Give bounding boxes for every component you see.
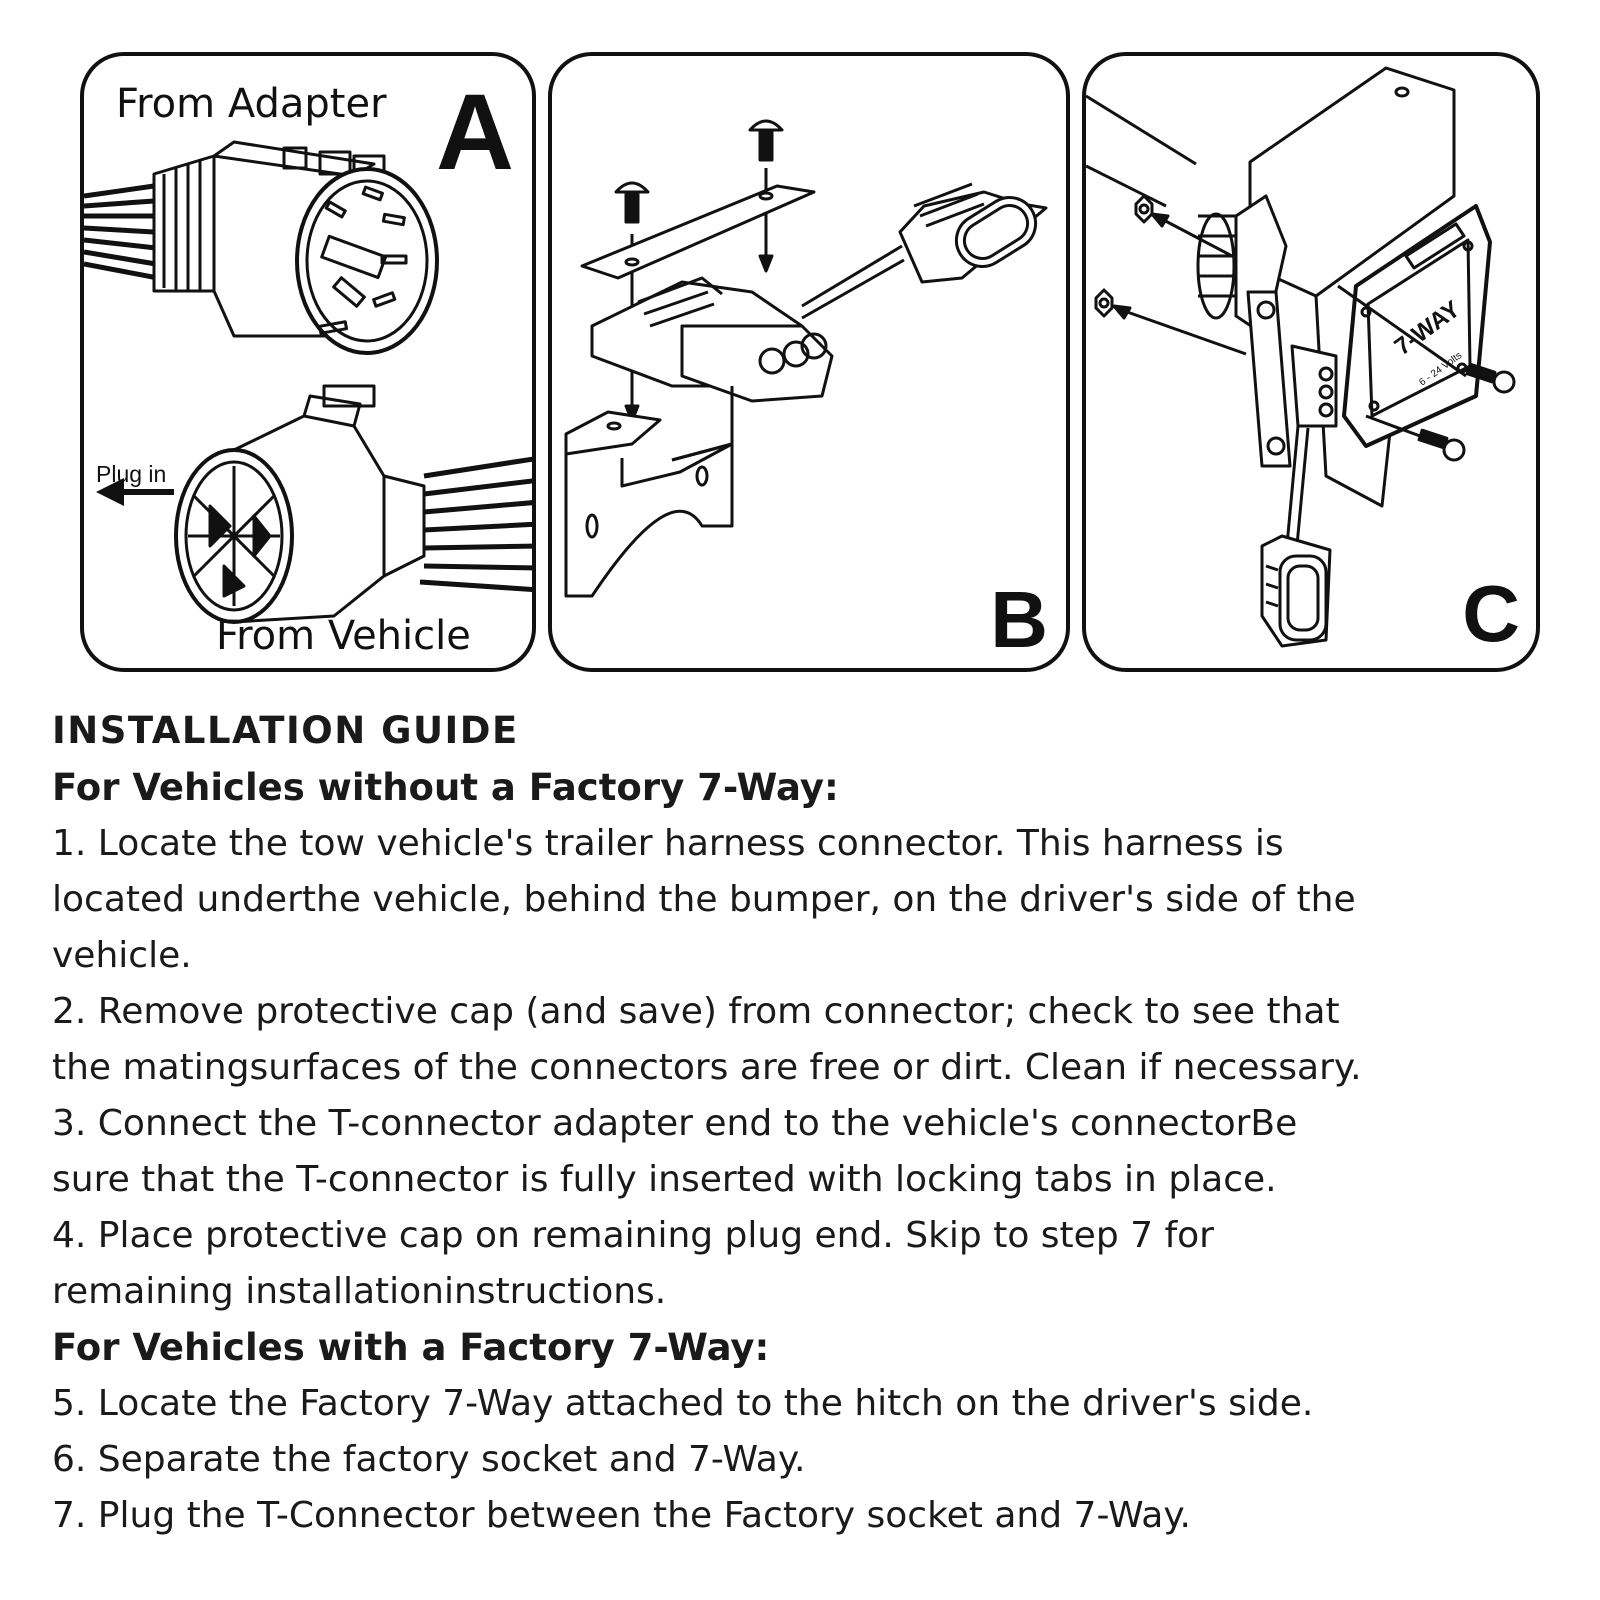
plug-in-label: Plug in xyxy=(96,461,167,487)
flat-4-plug-bottom xyxy=(1260,534,1332,648)
from-vehicle-label: From Vehicle xyxy=(216,613,471,659)
section-with-factory-heading: For Vehicles with a Factory 7-Way: xyxy=(52,1326,770,1369)
step-5: 5. Locate the Factory 7-Way attached to … xyxy=(52,1383,1314,1424)
plug-in-arrow xyxy=(96,478,174,506)
vehicle-wires xyxy=(419,456,532,592)
step-7: 7. Plug the T-Connector between the Fact… xyxy=(52,1495,1191,1536)
step-6: 6. Separate the factory socket and 7-Way… xyxy=(52,1439,806,1480)
step-4-line-1: 4. Place protective cap on remaining plu… xyxy=(52,1215,1214,1256)
installation-guide: INSTALLATION GUIDE For Vehicles without … xyxy=(52,708,1562,1544)
flat-4-plug-top xyxy=(898,182,1048,284)
guide-title: INSTALLATION GUIDE xyxy=(52,709,519,752)
adapter-connector-body xyxy=(152,140,439,355)
screw-left-icon xyxy=(614,181,650,224)
four-pin-connector xyxy=(590,276,834,403)
screw-lower-icon xyxy=(1417,428,1466,462)
connector-pair-illustration xyxy=(84,140,532,624)
step-1-line-1: 1. Locate the tow vehicle's trailer harn… xyxy=(52,823,1284,864)
bracket-mount-illustration xyxy=(564,119,1048,598)
nut-bottom-icon xyxy=(1094,288,1114,318)
step-4-line-2: remaining installationinstructions. xyxy=(52,1271,667,1312)
step-1-line-2: located underthe vehicle, behind the bum… xyxy=(52,879,1356,920)
vehicle-connector-body xyxy=(174,384,426,624)
adapter-wires xyxy=(84,183,159,281)
panel-b-letter: B xyxy=(990,575,1048,664)
step-2-line-1: 2. Remove protective cap (and save) from… xyxy=(52,991,1340,1032)
panel-b-diagram: B xyxy=(548,52,1070,672)
panel-a-diagram: A From Adapter Plug in From Vehicle xyxy=(80,52,536,672)
screw-right-icon xyxy=(748,119,784,162)
seven-way-socket-illustration: 7-WAY 6 - 24 Volts xyxy=(1086,66,1516,648)
from-adapter-label: From Adapter xyxy=(116,81,387,127)
panel-c-diagram: 7-WAY 6 - 24 Volts xyxy=(1082,52,1540,672)
panel-c-letter: C xyxy=(1462,569,1520,658)
nut-top-icon xyxy=(1134,194,1154,224)
step-3-line-2: sure that the T-connector is fully inser… xyxy=(52,1159,1277,1200)
step-1-line-3: vehicle. xyxy=(52,935,192,976)
step-2-line-2: the matingsurfaces of the connectors are… xyxy=(52,1047,1362,1088)
section-without-factory-heading: For Vehicles without a Factory 7-Way: xyxy=(52,766,839,809)
screw-upper-icon xyxy=(1465,362,1516,394)
panel-a-letter: A xyxy=(436,71,514,192)
step-3-line-1: 3. Connect the T-connector adapter end t… xyxy=(52,1103,1298,1144)
